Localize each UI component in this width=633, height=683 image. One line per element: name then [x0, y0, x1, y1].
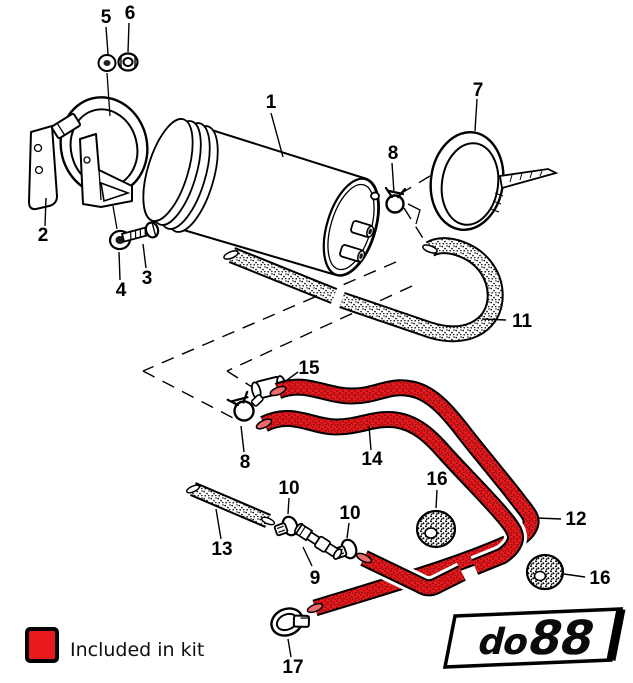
callout-part11: 11 [512, 311, 533, 332]
bracket-hole [33, 143, 43, 153]
hose-open-end [255, 418, 273, 430]
spring-clamp-8-lower [226, 390, 255, 422]
leader-lines [44, 22, 586, 658]
bolt-3 [120, 221, 160, 243]
hose-open-end [355, 552, 373, 564]
callout-part16-right: 16 [589, 568, 610, 589]
callout-part16-left: 16 [426, 469, 447, 490]
callout-part10-left: 10 [278, 478, 299, 499]
canister-stub-lower [339, 244, 366, 263]
cap-strap-hatch [490, 170, 543, 213]
callout-part8-upper: 8 [388, 143, 399, 164]
cap-strap-tail [498, 168, 559, 190]
vent-hose-11 [223, 237, 504, 343]
hose-open-end [223, 250, 239, 260]
nut-6 [117, 52, 139, 72]
bracket-gusset [99, 181, 131, 203]
canister-cap-rings [142, 118, 219, 233]
bracket-fold-line [98, 169, 102, 201]
callout-part13: 13 [211, 539, 232, 560]
canister-stub-upper [350, 220, 375, 238]
do88-logo-box-right-edge [606, 608, 626, 661]
hose-clamp-10-left [273, 515, 299, 537]
kit-legend-label: Included in kit [70, 639, 204, 661]
callout-part5: 5 [101, 7, 112, 28]
hose-open-end [185, 484, 201, 494]
kit-hose-14 [255, 406, 528, 600]
kit-hose-14-run-b [359, 547, 468, 600]
callout-part14: 14 [361, 449, 383, 470]
grommet-16-left [415, 509, 457, 549]
bracket-arm-hole [83, 156, 91, 164]
bracket-back-plate [28, 125, 58, 211]
strap-end-clip [51, 112, 81, 140]
hose-open-end [422, 244, 438, 254]
stock-hose-13 [185, 482, 276, 528]
hose-joiner-9 [294, 522, 343, 560]
callout-part15: 15 [298, 358, 320, 379]
grommet-16-right [525, 553, 565, 591]
do88-logo-text-do: do [474, 621, 533, 663]
kit-legend: Included in kit [25, 627, 204, 663]
hose-open-end [269, 385, 287, 397]
callout-labels: 1 2 3 4 5 6 7 8 8 9 10 10 11 12 13 14 15… [38, 3, 611, 678]
callout-part9: 9 [310, 568, 321, 589]
clamp-leader-bend [407, 203, 421, 225]
assembly-dash-lines [142, 175, 431, 421]
spring-clamp-8-upper [384, 186, 407, 214]
stud-axis-line [112, 205, 118, 230]
callout-part10-right: 10 [339, 503, 360, 524]
kit-hose-14-run-a [258, 406, 528, 578]
callout-part17: 17 [282, 657, 303, 678]
canister-vent-nub [370, 191, 380, 201]
callout-part3: 3 [142, 268, 153, 289]
end-cap-cover [429, 131, 559, 231]
callout-part4: 4 [116, 280, 127, 301]
stud-axis-line [106, 72, 111, 117]
callout-part2: 2 [38, 225, 49, 246]
callout-part12: 12 [565, 509, 586, 530]
callout-part7: 7 [473, 80, 484, 101]
do88-logo-text: do88 [473, 612, 599, 666]
do88-logo-text-88: 88 [523, 612, 600, 666]
kit-color-swatch [25, 627, 59, 663]
worm-clamp-17 [270, 607, 310, 637]
callout-part6: 6 [125, 3, 136, 24]
charcoal-canister [142, 118, 380, 277]
hose-open-end [260, 516, 276, 526]
washer-5 [97, 54, 117, 72]
callout-part1: 1 [266, 92, 277, 113]
mounting-bracket [28, 72, 149, 230]
callout-part8-lower: 8 [240, 452, 251, 473]
do88-logo: do88 [442, 607, 626, 669]
bracket-hole [34, 165, 44, 175]
bracket-center-arm [79, 133, 133, 208]
hose-open-end [306, 602, 324, 614]
